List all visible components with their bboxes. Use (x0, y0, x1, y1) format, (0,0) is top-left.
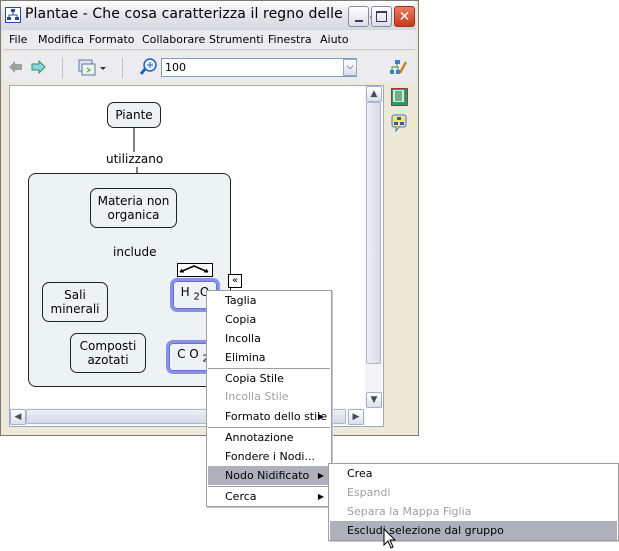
chevron-right-icon: ▶ (352, 412, 360, 422)
menu-file[interactable]: File (9, 33, 28, 46)
menu-item-elimina[interactable]: Elimina (225, 351, 266, 364)
submenu-arrow-icon: ▶ (317, 471, 324, 480)
maximize-icon (376, 11, 387, 22)
link-label-include[interactable]: include (113, 245, 157, 259)
maximize-button[interactable] (371, 6, 392, 27)
chevron-down-icon: ▼ (370, 395, 378, 405)
menu-item-incolla[interactable]: Incolla (225, 332, 261, 345)
menu-modifica[interactable]: Modifica (38, 33, 84, 46)
menu-separator (208, 486, 330, 487)
menu-separator (208, 368, 330, 369)
menu-collaborare[interactable]: Collaborare (142, 33, 206, 46)
menu-item-copia-stile[interactable]: Copia Stile (225, 372, 284, 385)
minimize-icon (354, 19, 363, 22)
resize-arrows-icon (179, 265, 209, 273)
scroll-left-button[interactable]: ◀ (10, 409, 26, 425)
back-arrow-icon (9, 61, 22, 73)
map-style-icon (390, 60, 408, 74)
submenu-item-crea[interactable]: Crea (347, 467, 373, 480)
zoom-level-input[interactable]: 100 (161, 58, 357, 77)
menu-finestra[interactable]: Finestra (268, 33, 312, 46)
menu-item-fondere-i-nodi[interactable]: Fondere i Nodi... (225, 450, 315, 463)
submenu-item-escludi-selezione[interactable]: Escludi selezione dal gruppo (330, 521, 617, 540)
scroll-right-button[interactable]: ▶ (348, 409, 364, 425)
node-materia-non-organica[interactable]: Materia non organica (90, 188, 177, 228)
scroll-down-button[interactable]: ▼ (366, 392, 382, 408)
concept-map-button[interactable] (391, 114, 407, 135)
scroll-up-button[interactable]: ▲ (366, 86, 382, 102)
back-button[interactable] (8, 60, 24, 77)
zoom-dropdown-button[interactable]: ⌵ (343, 59, 357, 76)
vertical-scroll-thumb[interactable] (366, 102, 381, 364)
close-button[interactable]: ✕ (394, 6, 415, 27)
toolbar-separator (122, 58, 123, 78)
submenu-arrow-icon: ▶ (317, 492, 324, 501)
chevron-left-icon: ◀ (14, 412, 22, 422)
forward-button[interactable] (30, 59, 46, 77)
menu-item-cerca[interactable]: Cerca ▶ (208, 487, 330, 506)
submenu-arrow-icon: ▶ (317, 412, 324, 421)
view-mode-icon (78, 59, 106, 76)
menu-item-label: Cerca (225, 490, 257, 503)
close-icon: ✕ (398, 8, 411, 25)
submenu-item-espandi: Espandi (347, 486, 391, 499)
context-menu: Taglia Copia Incolla Elimina Copia Stile… (206, 290, 332, 507)
view-mode-button[interactable] (78, 58, 110, 81)
menu-item-annotazione[interactable]: Annotazione (225, 431, 294, 444)
node-piante[interactable]: Piante (107, 102, 161, 128)
node-sali-minerali[interactable]: Sali minerali (42, 282, 108, 322)
menu-bar: File Modifica Formato Collaborare Strume… (3, 30, 415, 50)
collapse-group-button[interactable]: « (228, 274, 242, 288)
forward-arrow-icon (31, 59, 46, 75)
zoom-button[interactable] (139, 57, 159, 80)
menu-item-incolla-stile: Incolla Stile (225, 390, 289, 403)
node-h2o-label: H 2O (180, 285, 210, 303)
mouse-cursor-icon (383, 528, 397, 549)
notes-icon (393, 90, 404, 102)
map-style-button[interactable] (389, 59, 408, 80)
minimize-button[interactable] (348, 6, 369, 27)
submenu-item-separa-mappa-figlia: Separa la Mappa Figlia (347, 505, 472, 518)
window-title: Plantae - Che cosa caratterizza il regno… (25, 6, 383, 22)
node-composti-azotati[interactable]: Composti azotati (70, 333, 146, 373)
concept-map-icon (391, 114, 407, 133)
submenu-nodo-nidificato: Crea Espandi Separa la Mappa Figlia Escl… (328, 463, 619, 541)
notes-button[interactable] (391, 88, 408, 106)
node-co2-label: C O 2 (177, 347, 209, 364)
app-icon (5, 7, 21, 23)
toolbar-separator (62, 58, 63, 78)
link-label-utilizzano[interactable]: utilizzano (106, 152, 164, 166)
menu-item-label: Formato dello stile (225, 410, 328, 423)
menu-strumenti[interactable]: Strumenti (209, 33, 264, 46)
chevron-up-icon: ▲ (370, 89, 378, 99)
chevron-down-icon: ⌵ (346, 62, 354, 72)
resize-handle[interactable] (177, 263, 213, 277)
menu-aiuto[interactable]: Aiuto (320, 33, 349, 46)
menu-item-taglia[interactable]: Taglia (225, 294, 257, 307)
menu-item-label: Nodo Nidificato (225, 469, 310, 482)
menu-formato[interactable]: Formato (89, 33, 135, 46)
menu-item-nodo-nidificato[interactable]: Nodo Nidificato ▶ (208, 466, 330, 485)
menu-separator (208, 427, 330, 428)
double-chevron-left-icon: « (231, 275, 239, 286)
menu-item-copia[interactable]: Copia (225, 313, 257, 326)
title-bar[interactable] (1, 1, 416, 31)
zoom-icon (139, 58, 157, 75)
menu-item-formato-dello-stile[interactable]: Formato dello stile▶ (208, 407, 330, 426)
